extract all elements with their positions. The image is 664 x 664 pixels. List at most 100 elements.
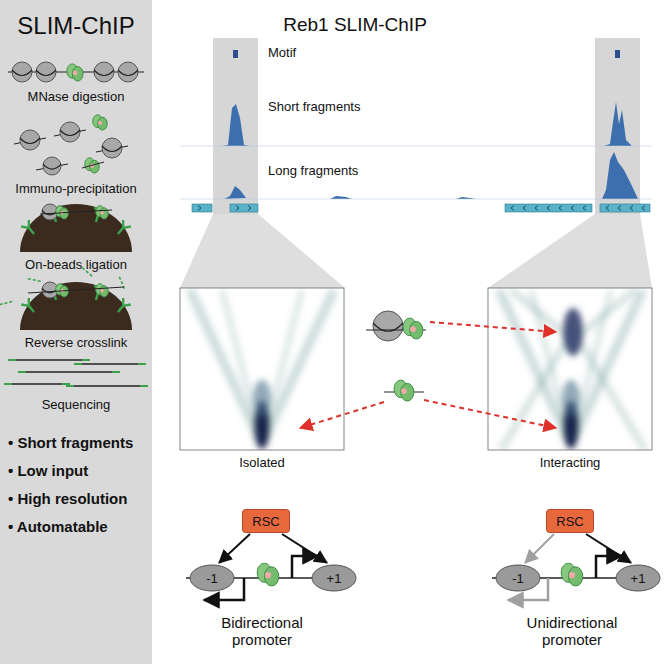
v-plot-heatmap	[562, 380, 580, 416]
nucleosome	[12, 62, 32, 82]
strand-chevron	[642, 206, 645, 211]
long-peak	[330, 196, 476, 199]
v-plot-heatmap	[499, 290, 645, 450]
ellipse-outline	[496, 565, 540, 591]
nucleosome	[94, 62, 114, 82]
reb1-protein	[98, 121, 102, 125]
v-plot-heatmap	[488, 288, 652, 450]
nucleosome	[20, 130, 40, 150]
nucleosome	[373, 311, 403, 341]
node-label: +1	[327, 571, 342, 586]
panel-title: Reb1 SLIM-ChIP	[235, 14, 475, 36]
box-outline	[547, 510, 594, 533]
strand-chevron	[583, 206, 586, 211]
highlight-band	[213, 38, 258, 214]
short-peak	[604, 102, 632, 146]
strand-chevron	[523, 206, 526, 211]
nucleosome-node: +1	[311, 564, 357, 592]
reb1-protein	[100, 211, 104, 215]
antibody	[21, 298, 38, 315]
fragments	[82, 162, 104, 168]
reb1-protein	[561, 563, 583, 586]
feature-bullet: • High resolution	[8, 490, 150, 507]
nucleosome	[12, 70, 32, 76]
node-label: -1	[512, 571, 524, 586]
track-label: Short fragments	[268, 100, 418, 115]
antibody	[28, 276, 41, 285]
reb1-protein	[401, 383, 414, 401]
reb1-protein	[265, 572, 271, 578]
dna-fragments	[74, 363, 82, 365]
nucleosome	[102, 146, 122, 152]
strand-chevron	[511, 206, 514, 211]
fragments	[14, 115, 128, 175]
genome-tracks	[180, 38, 652, 214]
genome-tracks	[180, 146, 652, 147]
reb1-protein	[96, 206, 109, 219]
v-plot-heatmap	[499, 290, 645, 450]
promoter-scheme	[186, 556, 658, 600]
reb1-protein	[568, 567, 582, 586]
reb1-protein	[401, 388, 407, 394]
strand-chevron	[559, 206, 562, 211]
promoter-label: Unidirectional promoter	[502, 614, 642, 649]
gene-bar	[192, 204, 212, 212]
nucleosome	[36, 62, 56, 82]
strand-chevron	[547, 206, 550, 211]
long-peak	[224, 186, 246, 199]
dna-fragments	[138, 363, 146, 365]
nucleosome	[60, 130, 80, 136]
remodeler-box: RSC	[546, 509, 594, 533]
v-plot-heatmap	[180, 288, 344, 450]
remodeling-arrow	[525, 534, 554, 563]
remodeling-arrow	[586, 534, 631, 563]
nucleosome	[20, 130, 40, 150]
dashed-arrow	[430, 322, 556, 332]
nucleosome	[60, 122, 80, 142]
dna-fragments	[4, 383, 12, 385]
strand-chevron	[236, 206, 239, 211]
antibody	[114, 298, 131, 315]
reb1-protein	[394, 380, 414, 401]
nucleosome	[373, 311, 403, 341]
reb1-protein	[100, 289, 104, 293]
dna-fragments	[4, 360, 148, 386]
strand-chevron	[535, 206, 538, 211]
reb1-protein	[73, 71, 78, 76]
nucleosome	[102, 138, 122, 158]
heatmap-label: Interacting	[510, 456, 630, 471]
antibody	[0, 297, 12, 309]
immunoprecipitation	[40, 210, 112, 214]
strand-chevron	[248, 206, 251, 211]
nucleosome	[118, 62, 138, 82]
reb1-protein	[403, 318, 423, 339]
antibody	[75, 267, 108, 301]
strand-chevron	[606, 206, 609, 211]
node-label: -1	[206, 571, 218, 586]
strand-chevron	[571, 206, 574, 211]
v-plot-heatmap	[180, 288, 344, 450]
step-label: MNase digestion	[2, 90, 150, 105]
box-outline	[243, 510, 290, 533]
reb1-protein	[410, 326, 416, 332]
strand-chevron	[198, 206, 201, 211]
dashed-arrow	[424, 400, 556, 428]
nucleosome	[43, 157, 61, 175]
nucleosome	[94, 62, 114, 82]
gene-bar	[505, 204, 592, 212]
reb1-protein	[67, 64, 83, 81]
feature-bullet: • Short fragments	[8, 434, 150, 451]
v-plot-heatmap	[488, 288, 652, 450]
reb1-protein	[60, 208, 68, 219]
antibody	[21, 220, 38, 237]
node-label: +1	[631, 571, 646, 586]
reb1-protein	[569, 572, 575, 578]
nucleosome	[118, 70, 138, 76]
antibody	[114, 220, 131, 237]
ellipse-outline	[312, 565, 356, 591]
reb1-protein	[90, 160, 100, 173]
reb1-protein	[257, 563, 279, 586]
dna-fragments	[80, 363, 140, 364]
track-label: Long fragments	[268, 164, 418, 179]
